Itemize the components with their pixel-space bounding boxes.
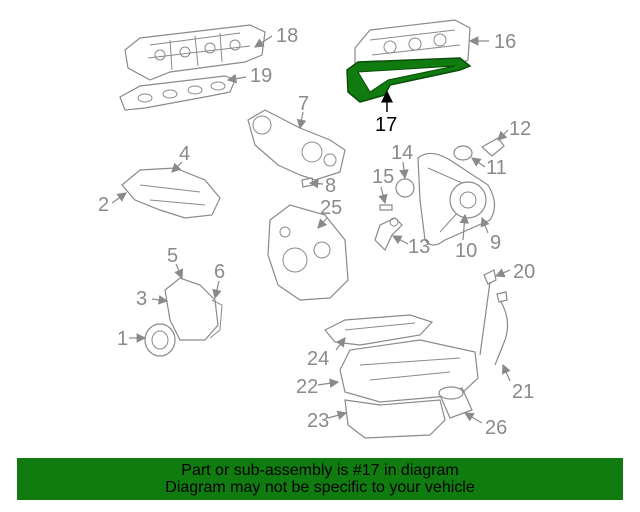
callout-24[interactable]: 24 (307, 348, 329, 370)
callout-17[interactable]: 17 (375, 114, 397, 136)
callout-21[interactable]: 21 (512, 381, 534, 403)
valve-cover-gasket-highlight[interactable] (346, 57, 472, 103)
callout-19[interactable]: 19 (250, 65, 272, 87)
callout-7[interactable]: 7 (298, 93, 309, 115)
timing-cover-upper-part[interactable] (121, 167, 221, 219)
oil-pan-upper-part[interactable] (339, 339, 479, 403)
notice-banner: Part or sub-assembly is #17 in diagram D… (17, 458, 623, 500)
callout-23[interactable]: 23 (307, 410, 329, 432)
bolt-part[interactable] (379, 204, 393, 211)
callout-8[interactable]: 8 (325, 175, 336, 197)
parts-diagram: 18 19 16 17 7 4 2 8 25 12 11 14 15 9 10 … (98, 19, 535, 439)
callout-25[interactable]: 25 (320, 197, 342, 219)
crankshaft-pulley-part[interactable] (144, 323, 176, 357)
bracket-part[interactable] (480, 137, 505, 157)
callout-4[interactable]: 4 (179, 143, 190, 165)
callout-9[interactable]: 9 (490, 232, 501, 254)
callout-14[interactable]: 14 (391, 142, 413, 164)
callout-2[interactable]: 2 (98, 194, 109, 216)
callout-22[interactable]: 22 (296, 376, 318, 398)
intake-gasket-part[interactable] (119, 75, 236, 111)
callout-20[interactable]: 20 (513, 261, 535, 283)
oil-filter-part[interactable] (438, 386, 473, 419)
callout-13[interactable]: 13 (408, 236, 430, 258)
callout-5[interactable]: 5 (167, 245, 178, 267)
callout-12[interactable]: 12 (509, 118, 531, 140)
dipstick-part[interactable] (479, 269, 497, 356)
callout-labels: 18 19 16 17 7 4 2 8 25 12 11 14 15 9 10 … (98, 25, 535, 439)
oil-pump-housing-part[interactable] (267, 204, 349, 301)
callout-26[interactable]: 26 (485, 417, 507, 439)
water-inlet-part[interactable] (374, 217, 403, 252)
callout-3[interactable]: 3 (136, 288, 147, 310)
callout-18[interactable]: 18 (276, 25, 298, 47)
callout-16[interactable]: 16 (494, 31, 516, 53)
callout-6[interactable]: 6 (214, 261, 225, 283)
pulley-part[interactable] (395, 178, 415, 198)
dipstick-tube-part[interactable] (494, 291, 509, 366)
callout-10[interactable]: 10 (455, 240, 477, 262)
banner-line-1: Part or sub-assembly is #17 in diagram (181, 462, 459, 479)
callout-15[interactable]: 15 (372, 166, 394, 188)
callout-1[interactable]: 1 (117, 328, 128, 350)
idler-pulley-part[interactable] (453, 145, 473, 161)
intake-manifold-part[interactable] (124, 24, 266, 81)
callout-11[interactable]: 11 (486, 157, 507, 179)
timing-cover-lower-part[interactable] (164, 277, 223, 341)
banner-line-2: Diagram may not be specific to your vehi… (165, 479, 475, 496)
oil-pan-lower-part[interactable] (344, 399, 446, 439)
timing-cover-rear-part[interactable] (247, 109, 346, 181)
tensioner-part[interactable] (449, 181, 487, 219)
bolt-8-part[interactable] (301, 177, 314, 188)
leader-lines (111, 35, 511, 424)
